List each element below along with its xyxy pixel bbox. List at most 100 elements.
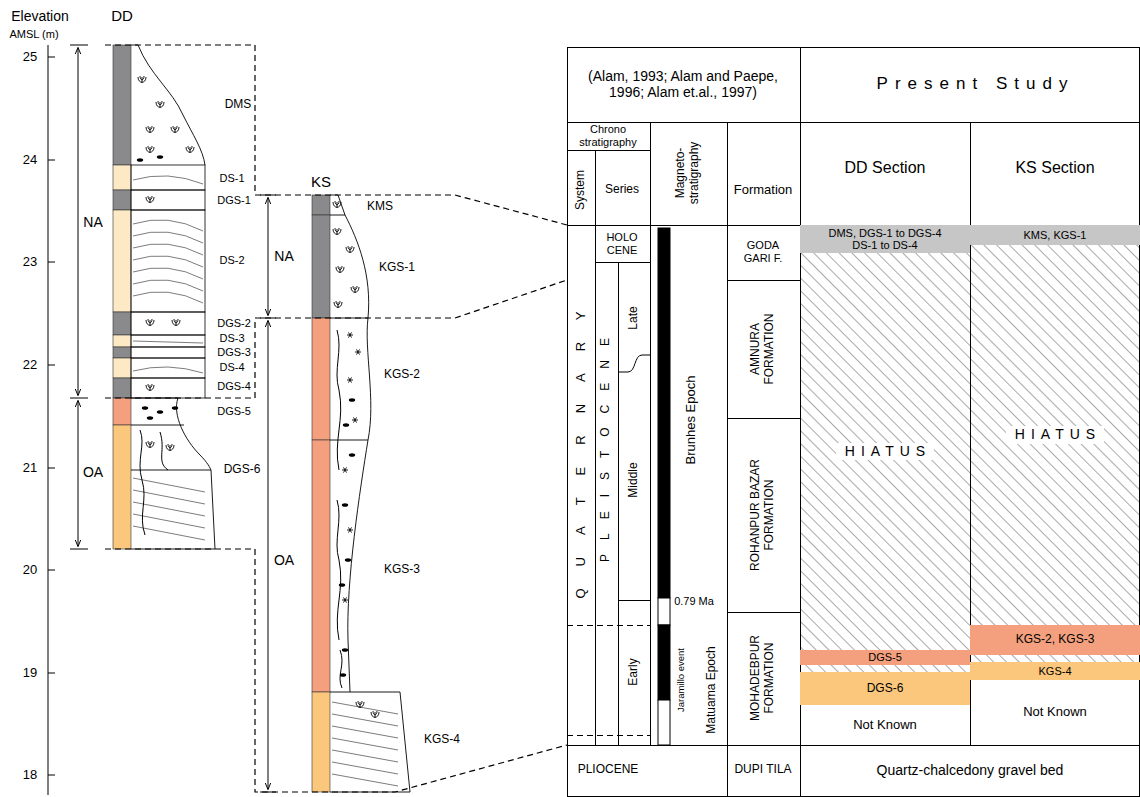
plant-symbol — [171, 126, 179, 133]
tick-label: 20 — [23, 563, 37, 578]
axis-tick — [48, 468, 55, 469]
plant-symbol — [146, 196, 154, 203]
table-cell: Late — [627, 306, 641, 329]
unit-label: KMS — [367, 200, 393, 214]
line-shape — [70, 398, 88, 399]
table-grid — [567, 47, 1140, 797]
cross-bedding — [133, 268, 203, 279]
column-unit — [312, 440, 330, 692]
plant-symbol — [334, 301, 342, 308]
formation-cell: DUPI TILA — [734, 763, 791, 777]
rect-shape — [658, 228, 670, 598]
line-shape — [727, 122, 728, 797]
axis-tick — [48, 262, 55, 263]
line-shape — [567, 122, 1140, 123]
line-shape — [618, 600, 650, 601]
axis-tick — [48, 673, 55, 674]
unit-bar: DMS, DGS-1 to DGS-4 DS-1 to DS-4 — [800, 225, 970, 253]
line-shape — [618, 262, 619, 745]
hiatus-band: HIATUS — [800, 253, 970, 650]
cross-bedding — [332, 714, 398, 726]
table-cell: Early — [627, 658, 641, 685]
line-shape — [268, 198, 269, 315]
unit-label: DS-2 — [219, 254, 244, 267]
tick-label: 24 — [23, 153, 37, 168]
formation-cell: MOHADEBPUR FORMATION — [749, 628, 777, 728]
line-shape — [268, 321, 269, 789]
plant-symbol — [333, 228, 341, 235]
rect-shape — [658, 700, 670, 745]
column-unit — [113, 210, 131, 312]
plant-symbol — [156, 101, 164, 108]
table-header: Formation — [734, 183, 793, 198]
epoch-label: Matuama Epoch — [705, 646, 719, 733]
plant-symbol — [166, 444, 174, 451]
rect-shape — [568, 48, 1140, 797]
table-header: KS Section — [1015, 159, 1094, 177]
line-shape — [78, 401, 79, 546]
unit-bar: KGS-4 — [970, 662, 1140, 680]
column-unit — [113, 45, 131, 165]
path-shape — [131, 398, 215, 549]
hiatus-band: HIATUS — [970, 245, 1140, 625]
correlation-lines — [105, 45, 567, 792]
root-trace — [337, 500, 341, 640]
table-header: Chrono stratigraphy — [568, 123, 648, 148]
tick-label: 23 — [23, 255, 37, 270]
node-text: DGS-5 — [868, 651, 902, 663]
column-unit — [113, 378, 131, 398]
axis-tick — [48, 160, 55, 161]
gravel-symbol — [345, 558, 351, 562]
column-unit — [113, 425, 131, 549]
plant-symbol — [146, 441, 154, 448]
column-unit — [312, 215, 330, 318]
table-header: Series — [605, 183, 639, 197]
gravel-symbol — [157, 155, 163, 159]
plant-symbol — [346, 246, 354, 253]
line-shape — [595, 262, 650, 263]
line-shape — [727, 280, 800, 281]
table-cell: PLEISTOCENE — [599, 324, 613, 576]
g-shape — [48, 57, 55, 775]
table-cell: Quartz-chalcedony gravel bed — [877, 762, 1064, 778]
table-cell: Not Known — [1023, 705, 1087, 720]
column-unit — [312, 195, 330, 215]
rect-shape — [970, 655, 1140, 662]
unit-label: DGS-4 — [217, 380, 251, 393]
formation-cell: GODA GARI F. — [737, 239, 789, 264]
root-trace — [340, 650, 342, 688]
nodule-symbol — [342, 597, 348, 602]
node-text: KGS-4 — [1038, 665, 1071, 677]
cross-bedding — [133, 280, 203, 291]
column-unit — [312, 318, 330, 440]
lithology-box — [131, 312, 205, 335]
axis-title: Elevation — [11, 8, 69, 24]
g-shape — [133, 76, 398, 786]
node-text: KMS, KGS-1 — [1024, 229, 1087, 241]
path-shape — [131, 45, 205, 165]
unit-label: DS-4 — [219, 361, 244, 374]
cross-bedding — [332, 774, 398, 786]
cross-bedding — [133, 176, 203, 184]
path-shape — [105, 549, 567, 792]
table-header: (Alam, 1993; Alam and Paepe, 1996; Alam … — [573, 68, 793, 100]
unit-label: DGS-3 — [217, 346, 251, 359]
lithology-box — [131, 190, 205, 210]
section-name: KS — [311, 173, 331, 190]
gravel-symbol — [349, 453, 355, 457]
rect-shape — [800, 253, 970, 650]
unit-label: DGS-6 — [224, 463, 261, 477]
cross-bedding — [133, 341, 203, 343]
tick-label: 19 — [23, 666, 37, 681]
plant-symbol — [333, 201, 341, 208]
node-text: HIATUS — [1006, 426, 1104, 444]
plant-symbol — [172, 319, 180, 326]
formation-cell: ROHANPUR BAZAR FORMATION — [749, 450, 777, 580]
nodule-symbol — [355, 349, 361, 354]
elevation-axis — [48, 45, 49, 795]
nodule-symbol — [352, 417, 358, 422]
gravel-symbol — [142, 406, 148, 410]
rect-shape — [658, 598, 670, 625]
cross-bedding — [332, 762, 398, 774]
